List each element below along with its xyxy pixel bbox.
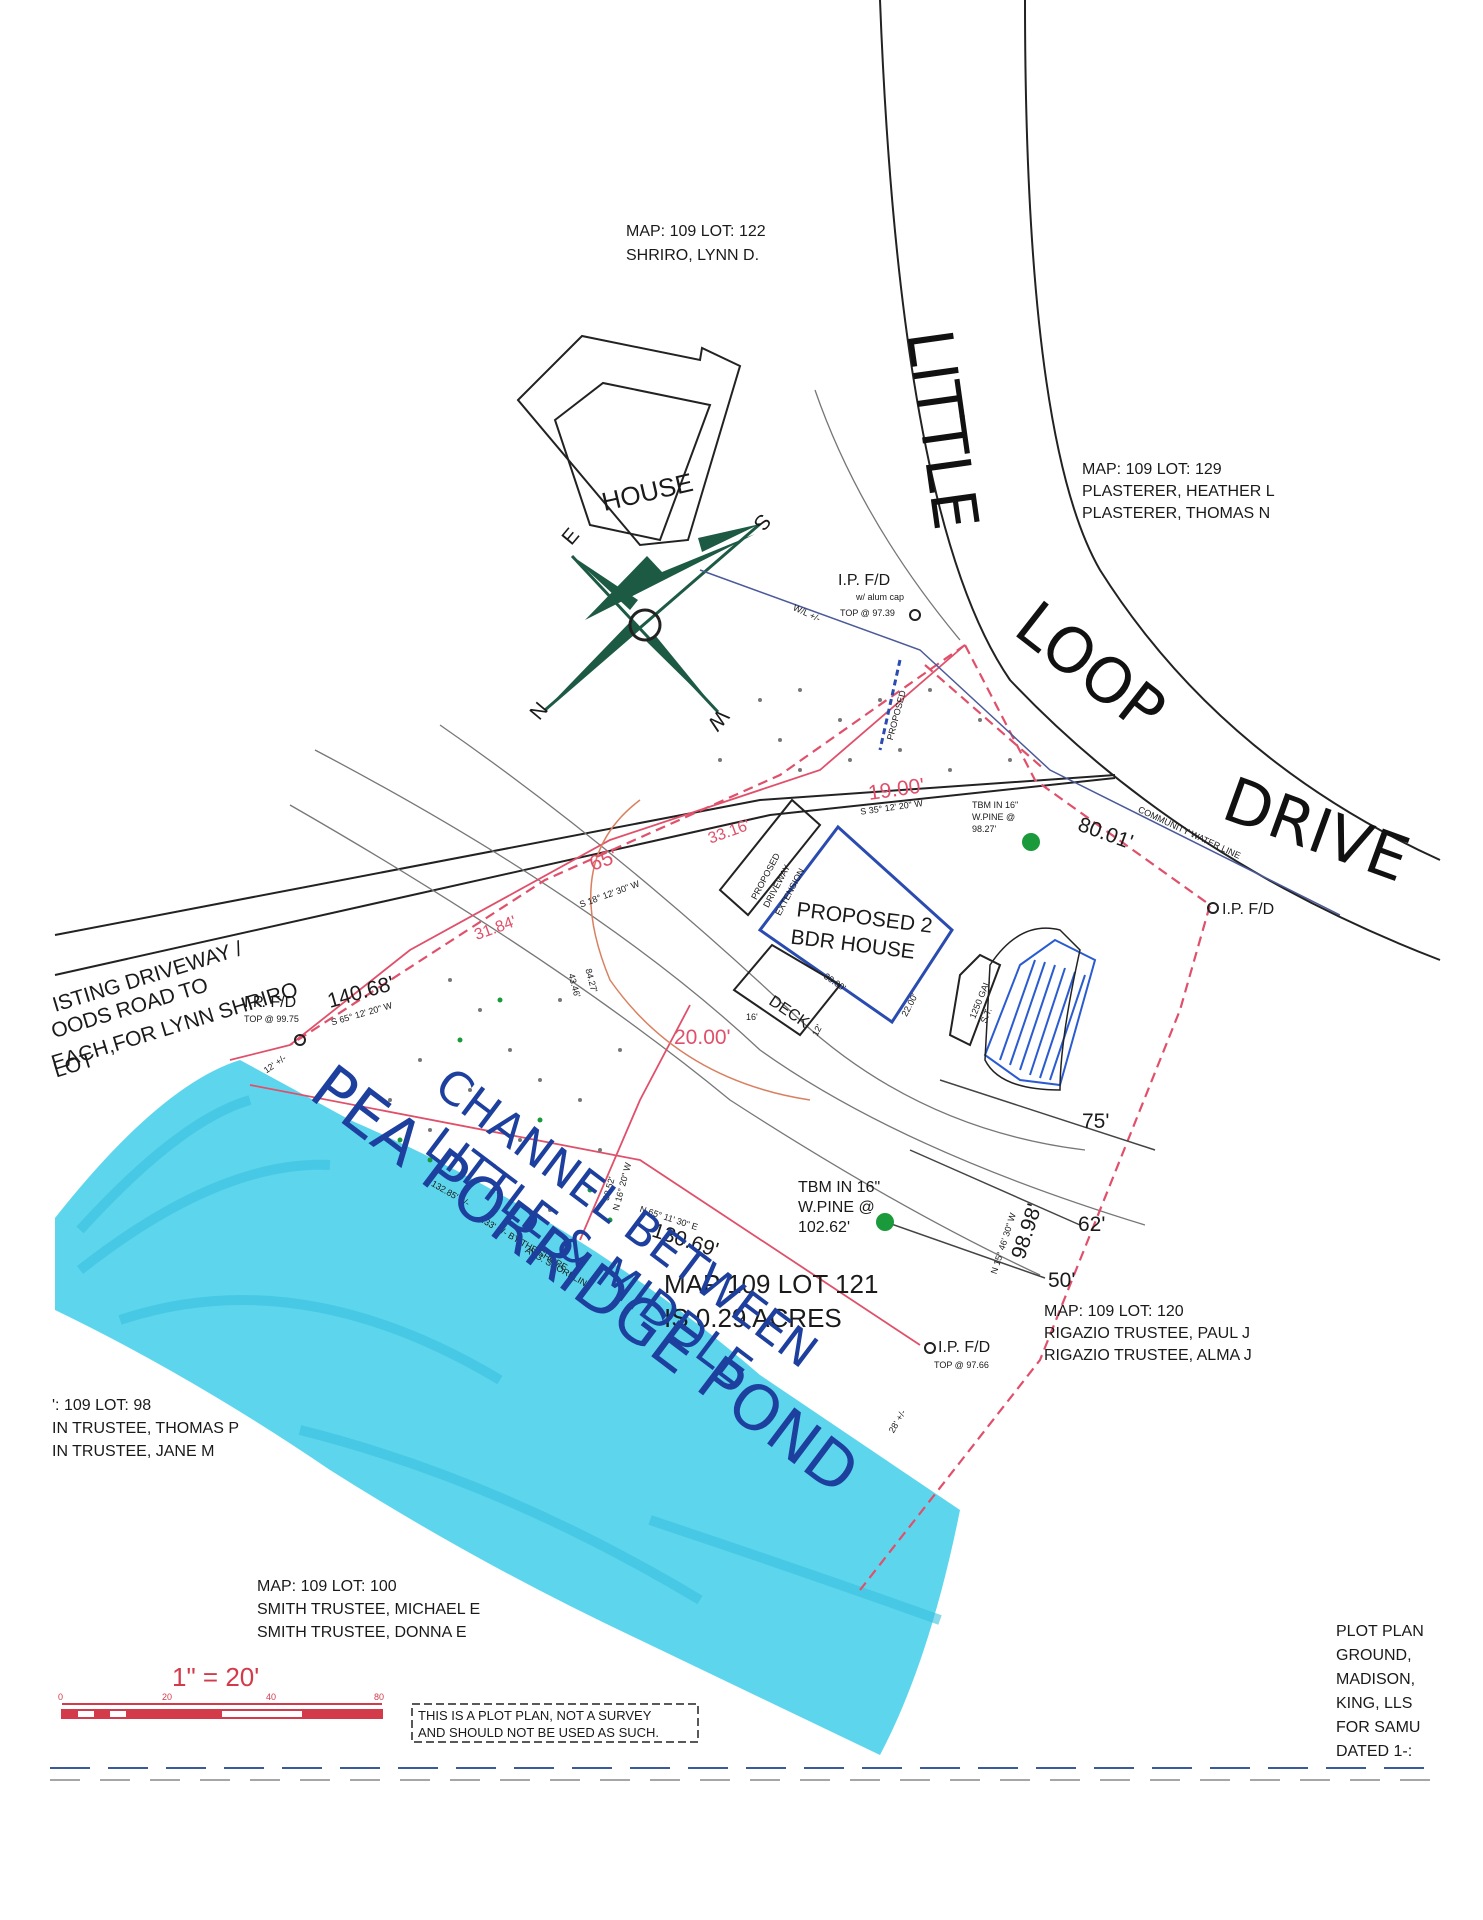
- north-west-bearing: S 18° 12' 30" W: [578, 878, 641, 909]
- buffer-lines: [879, 1079, 1156, 1279]
- pond-area: [55, 1060, 960, 1755]
- dim-12-deck: 12': [810, 1022, 824, 1037]
- tbm-trees: [876, 833, 1040, 1231]
- scale-tick-0: 0: [58, 1692, 63, 1702]
- parcel-east-owner1: PLASTERER, HEATHER L: [1082, 483, 1275, 500]
- ip-east-label: I.P. F/D: [1222, 901, 1274, 918]
- tbm-lower-line3: 102.62': [798, 1219, 850, 1236]
- parcel-east-maplot: MAP: 109 LOT: 129: [1082, 461, 1222, 478]
- north-west-distance: 33.16': [706, 817, 752, 848]
- ip-west-note: TOP @ 99.75: [244, 1014, 299, 1024]
- road-frontage: 80.01': [1075, 813, 1136, 854]
- disclaimer-box: [411, 1703, 699, 1743]
- buffer-50: 50': [1048, 1269, 1075, 1292]
- existing-house: [516, 334, 742, 547]
- west-curve: 84.27': [583, 967, 599, 993]
- parcel-west-owner1: IN TRUSTEE, THOMAS P: [52, 1420, 239, 1437]
- parcel-se-owner1: RIGAZIO TRUSTEE, PAUL J: [1044, 1325, 1250, 1342]
- parcel-west-owner2: IN TRUSTEE, JANE M: [52, 1443, 214, 1460]
- title-line6: DATED 1-:: [1336, 1743, 1412, 1760]
- title-line2: GROUND,: [1336, 1647, 1412, 1664]
- parcel-north-maplot: MAP: 109 LOT: 122: [626, 223, 766, 240]
- ip-south-note: TOP @ 97.66: [934, 1360, 989, 1370]
- disclaimer-line2: AND SHOULD NOT BE USED AS SUCH.: [418, 1725, 659, 1740]
- scale-tick-80: 80: [374, 1692, 384, 1702]
- iron-pin-markers: [294, 609, 1219, 1354]
- ip-north-note2: TOP @ 97.39: [840, 608, 895, 618]
- existing-house-label: HOUSE: [599, 467, 696, 517]
- proposed-well-label: PROPOSED: [885, 689, 908, 741]
- leach-field-outline: [984, 927, 1081, 1091]
- road-word-drive: DRIVE: [1214, 763, 1418, 897]
- road-word-little: LITTLE: [893, 325, 993, 534]
- setback-label: 20.00': [674, 1026, 731, 1049]
- buffer-75: 75': [1082, 1110, 1109, 1133]
- parcel-west-maplot: ': 109 LOT: 98: [52, 1397, 151, 1414]
- tbm-lower-line1: TBM IN 16": [798, 1179, 880, 1196]
- parcel-south-maplot: MAP: 109 LOT: 100: [257, 1578, 397, 1595]
- tbm-upper-line3: 98.27': [972, 824, 997, 834]
- lot-lines: [229, 644, 966, 1346]
- septic-tank: [948, 953, 1002, 1047]
- ip-south-label: I.P. F/D: [938, 1339, 990, 1356]
- tbm-lower-line2: W.PINE @: [798, 1199, 875, 1216]
- proposed-house: [757, 824, 954, 1025]
- tbm-upper-line1: TBM IN 16": [972, 800, 1018, 810]
- west-partial: 31.84': [472, 913, 518, 944]
- compass-n: N: [525, 698, 552, 724]
- scale-bar: [61, 1703, 383, 1719]
- parcel-south-owner2: SMITH TRUSTEE, DONNA E: [257, 1624, 467, 1641]
- disclaimer-line1: THIS IS A PLOT PLAN, NOT A SURVEY: [418, 1708, 652, 1723]
- water-line: [699, 569, 1341, 916]
- title-line4: KING, LLS: [1336, 1695, 1412, 1712]
- tie-12: 12' +/-: [262, 1053, 288, 1076]
- deck: [732, 943, 842, 1037]
- wl-label: W/L +/-: [792, 603, 822, 624]
- parcel-south-owner1: SMITH TRUSTEE, MICHAEL E: [257, 1601, 480, 1618]
- tbm-upper-line2: W.PINE @: [972, 812, 1015, 822]
- dim-16: 16': [746, 1012, 758, 1022]
- buffer-62: 62': [1078, 1213, 1105, 1236]
- title-line1: PLOT PLAN: [1336, 1623, 1424, 1640]
- existing-driveway: [54, 774, 1116, 976]
- tree-dots: [397, 997, 613, 1223]
- contour-lines: [289, 389, 1146, 1276]
- compass-rose: [544, 522, 761, 714]
- ip-north-note1: w/ alum cap: [855, 592, 904, 602]
- deck-label: DECK: [766, 993, 813, 1032]
- parcel-east-owner2: PLASTERER, THOMAS N: [1082, 505, 1270, 522]
- parcel-se-maplot: MAP: 109 LOT: 120: [1044, 1303, 1184, 1320]
- road-word-loop: LOOP: [1002, 587, 1179, 748]
- lot-boundary: [289, 644, 1212, 1591]
- ip-west-label: I.P. F/D: [244, 994, 296, 1011]
- scale-tick-20: 20: [162, 1692, 172, 1702]
- parcel-north-owner: SHRIRO, LYNN D.: [626, 247, 759, 264]
- east-line-distance: 98.98': [1007, 1201, 1046, 1262]
- title-line5: FOR SAMU: [1336, 1719, 1420, 1736]
- disturbance-stipple: [388, 688, 1012, 1212]
- compass-e: E: [557, 524, 584, 550]
- driveway-extension: [718, 798, 822, 917]
- lot-summary-line1: MAP 109 LOT 121: [664, 1269, 878, 1299]
- title-line3: MADISON,: [1336, 1671, 1415, 1688]
- lot-summary-line2: IS 0.29 ACRES: [664, 1303, 842, 1333]
- parcel-se-owner2: RIGAZIO TRUSTEE, ALMA J: [1044, 1347, 1252, 1364]
- scale-label: 1" = 20': [172, 1662, 259, 1692]
- tie-28: 28' +/-: [887, 1408, 908, 1435]
- west-curve2: 43.46': [566, 972, 582, 998]
- compass-w: W: [703, 705, 733, 735]
- ip-north-label: I.P. F/D: [838, 572, 890, 589]
- setback-arc: [590, 799, 811, 1101]
- scale-tick-40: 40: [266, 1692, 276, 1702]
- leach-field: [983, 938, 1097, 1087]
- proposed-well-line: [878, 659, 902, 751]
